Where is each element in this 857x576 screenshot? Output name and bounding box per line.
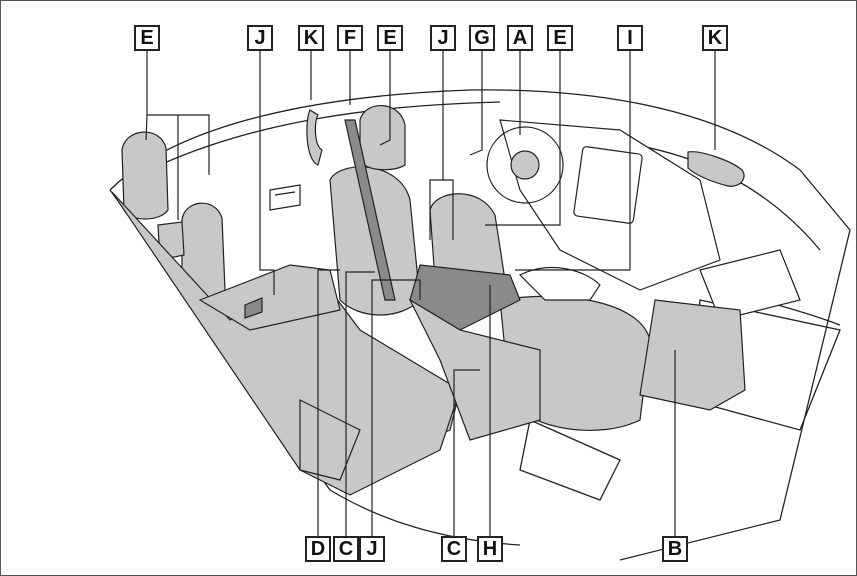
callout-K-top-2: K bbox=[702, 25, 728, 51]
callout-K-top-1: K bbox=[298, 25, 324, 51]
callout-F-top: F bbox=[337, 25, 363, 51]
callout-C-bottom-2: C bbox=[441, 536, 467, 562]
assist-grip-right bbox=[687, 151, 745, 187]
callout-H-bottom: H bbox=[477, 536, 503, 562]
callout-A-top: A bbox=[507, 25, 533, 51]
callout-G-top: G bbox=[469, 25, 495, 51]
callout-J-bottom: J bbox=[359, 536, 385, 562]
callout-E-top-2: E bbox=[377, 25, 403, 51]
dashboard bbox=[486, 119, 801, 321]
seat-belt bbox=[306, 109, 396, 301]
callout-D-bottom: D bbox=[305, 536, 331, 562]
callout-J-top-2: J bbox=[430, 25, 456, 51]
rear-headrests bbox=[121, 131, 226, 302]
callout-I-top: I bbox=[617, 25, 643, 51]
callout-C-bottom-1: C bbox=[333, 536, 359, 562]
callout-E-top-1: E bbox=[134, 25, 160, 51]
floor-mats bbox=[299, 299, 746, 481]
callout-J-top-1: J bbox=[247, 25, 273, 51]
door-panel bbox=[269, 184, 301, 211]
callout-B-bottom: B bbox=[662, 536, 688, 562]
leader-lines bbox=[145, 51, 716, 549]
callout-E-top-3: E bbox=[547, 25, 573, 51]
